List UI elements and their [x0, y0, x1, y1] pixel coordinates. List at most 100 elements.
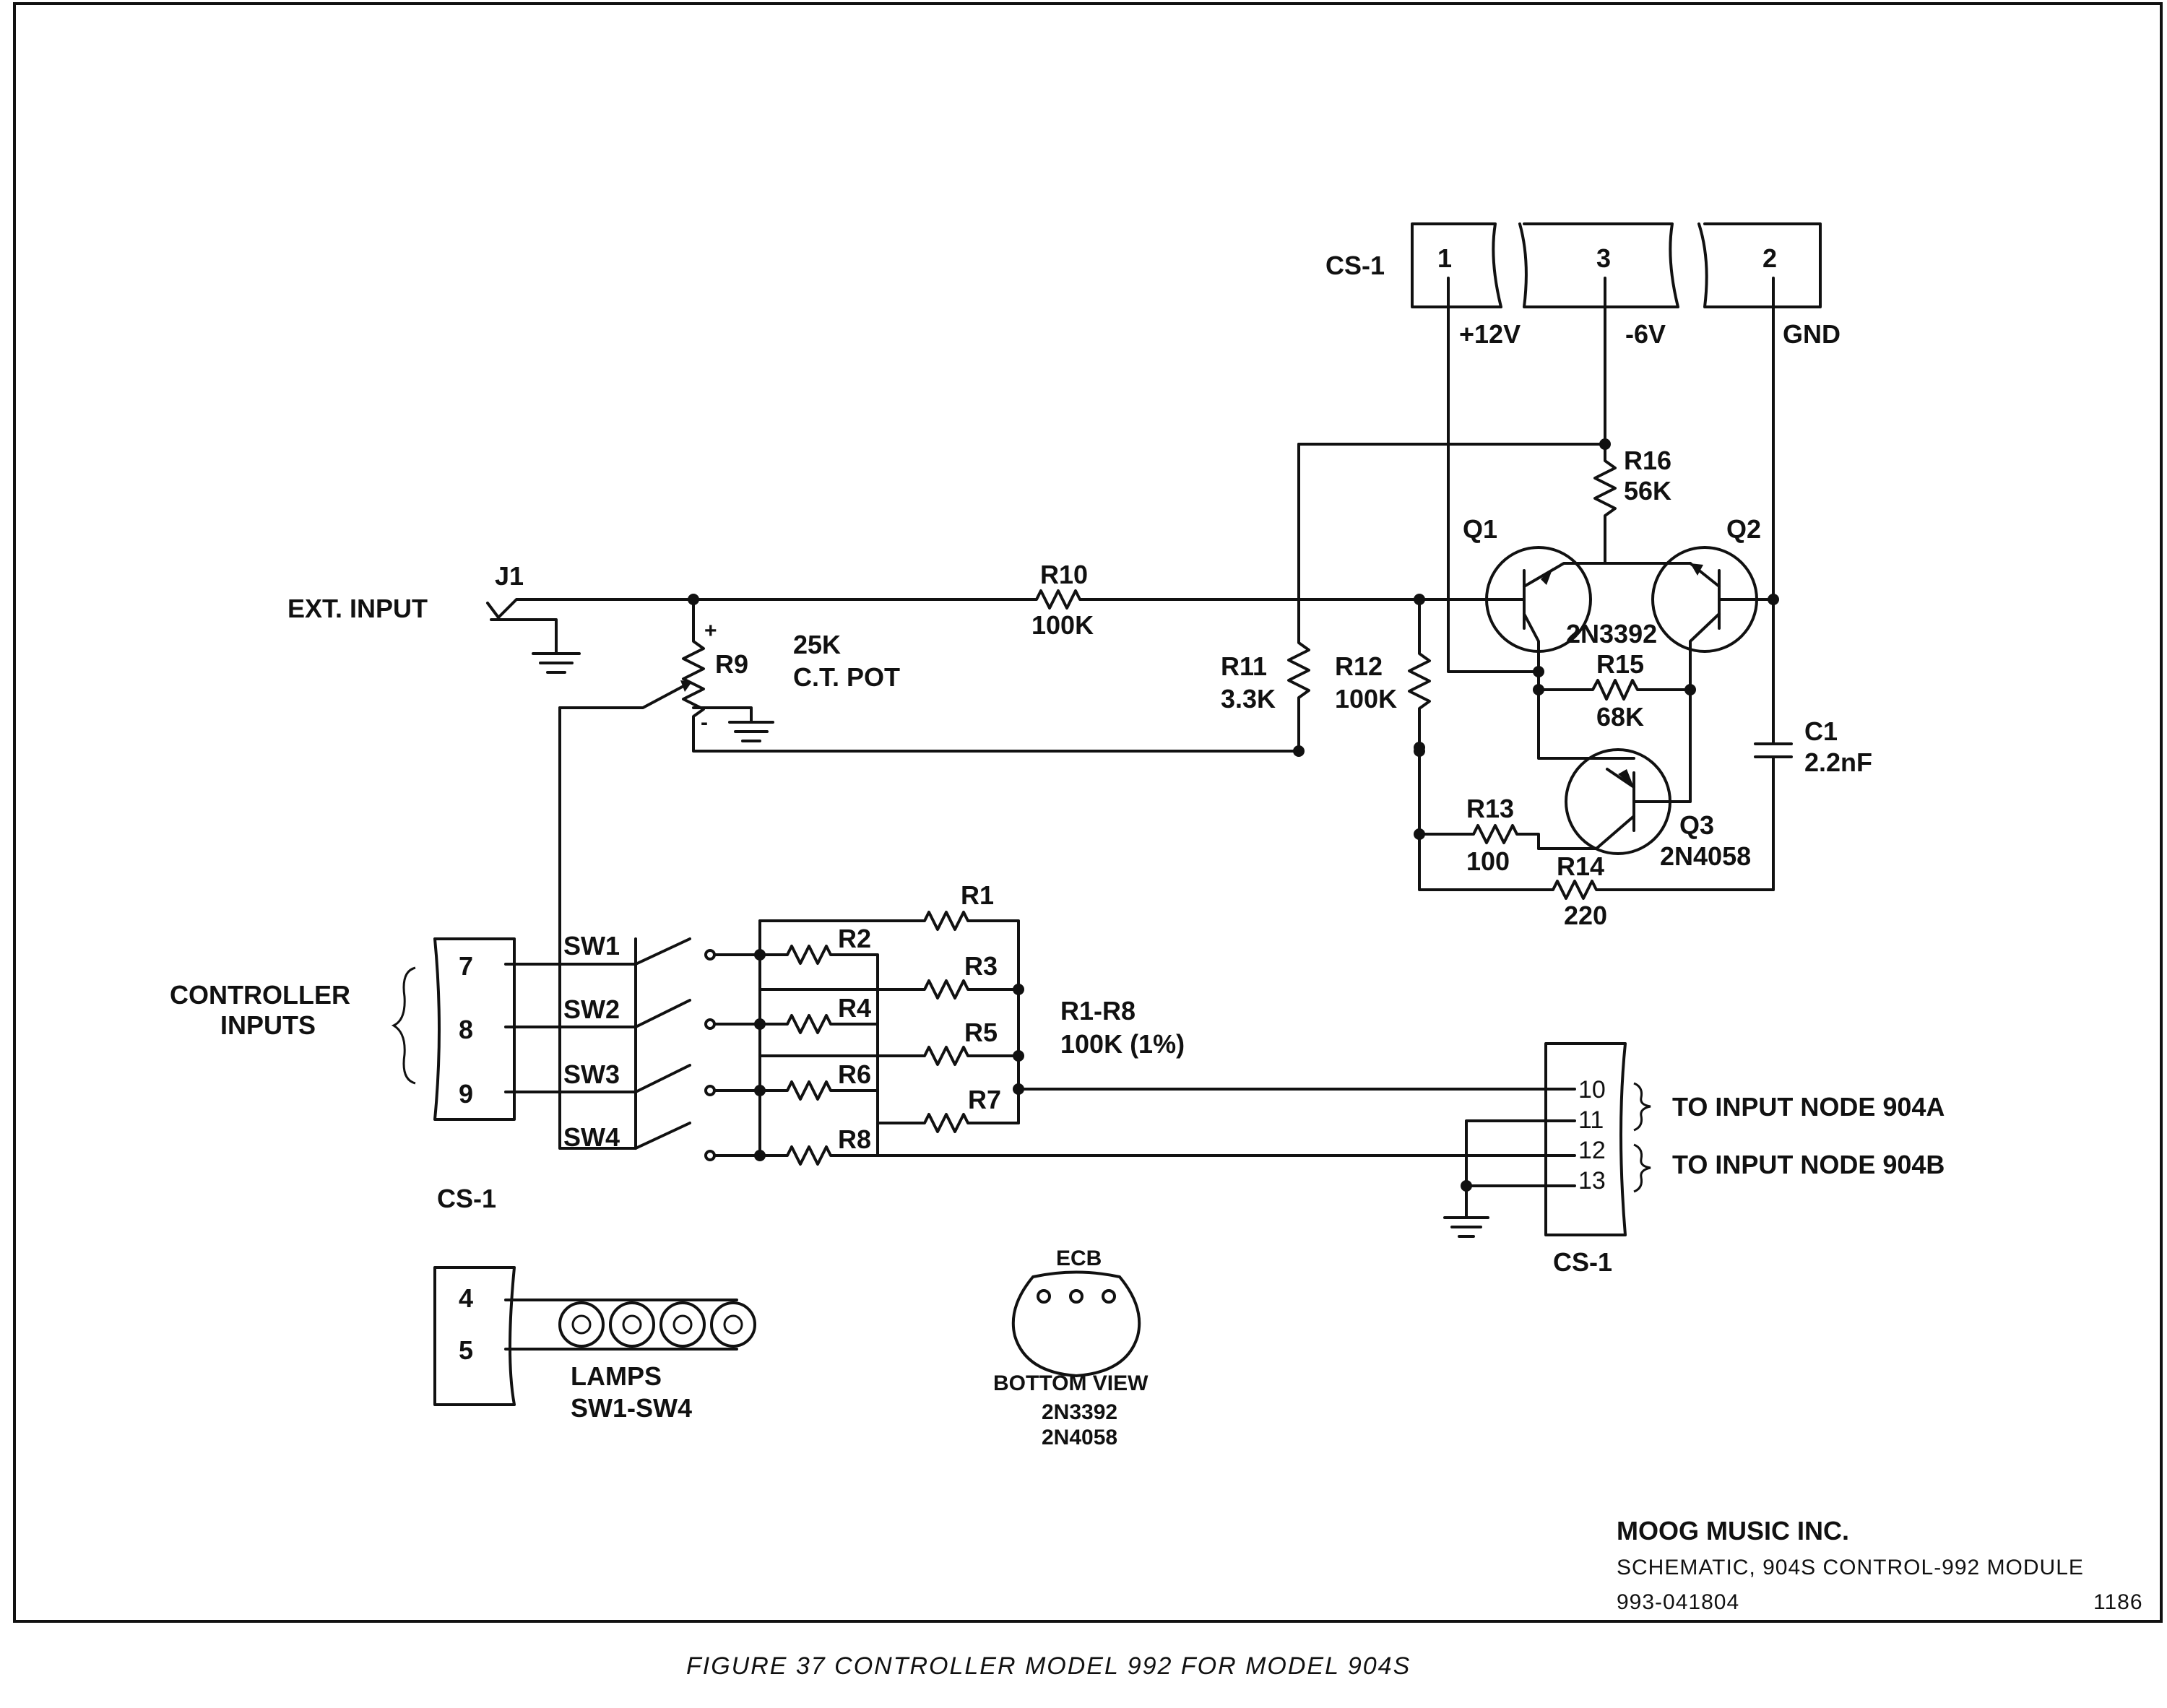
- r7-label: R7: [968, 1085, 1001, 1114]
- sw1-label: SW1: [563, 931, 620, 961]
- lamp-4-icon: [710, 1301, 756, 1348]
- r10-value: 100K: [1031, 610, 1094, 640]
- pin-1-label: 1: [1437, 243, 1452, 273]
- sw3-label: SW3: [563, 1059, 620, 1089]
- lamp-2-icon: [609, 1301, 655, 1348]
- potentiometer-r9: + - R9 25K C.T. POT: [558, 598, 1300, 753]
- title-block: MOOG MUSIC INC. SCHEMATIC, 904S CONTROL-…: [1617, 1516, 2143, 1614]
- r11-ref: R11: [1221, 651, 1267, 681]
- lamps-line2: SW1-SW4: [571, 1393, 692, 1423]
- drawing-revision: 1186: [2093, 1590, 2143, 1614]
- ladder-note-line2: 100K (1%): [1060, 1029, 1185, 1059]
- dest-904b-label: TO INPUT NODE 904B: [1672, 1150, 1945, 1179]
- controller-cs1-label: CS-1: [437, 1184, 496, 1213]
- company-name: MOOG MUSIC INC.: [1617, 1516, 1849, 1546]
- resistor-r13: R13 100: [1414, 794, 1540, 876]
- package-part1: 2N3392: [1042, 1400, 1117, 1424]
- resistor-r16: R16 56K: [1297, 438, 1671, 565]
- package-part2: 2N4058: [1042, 1426, 1117, 1449]
- ladder-note-line1: R1-R8: [1060, 996, 1136, 1026]
- sheet-border: [13, 2, 2163, 1623]
- resistor-ladder: R1 R2 R3 R4 R5 R6 R7 R8 R1-R8 100K (1%): [754, 880, 1576, 1166]
- rail-gnd-label: GND: [1783, 319, 1841, 349]
- ext-input-jack: EXT. INPUT J1: [287, 561, 699, 674]
- r9-plus: +: [704, 619, 717, 643]
- power-connector: CS-1 1 3 2 +12V -6V GND: [1325, 222, 1841, 349]
- r12-ref: R12: [1335, 651, 1383, 681]
- q2-ref: Q2: [1726, 514, 1761, 544]
- drawing-number: 993-041804: [1617, 1590, 1739, 1614]
- r13-ref: R13: [1466, 794, 1514, 823]
- r9-minus: -: [701, 711, 708, 734]
- transistor-package-view: ECB BOTTOM VIEW 2N3392 2N4058: [993, 1247, 1149, 1449]
- ext-input-label: EXT. INPUT: [287, 594, 428, 623]
- pin-9-label: 9: [459, 1079, 473, 1109]
- resistor-r14: R14 220: [1414, 742, 1775, 930]
- transistor-q1: Q1: [1418, 514, 1592, 673]
- wire-wiper-bus: [558, 706, 637, 1150]
- lamps-line1: LAMPS: [571, 1361, 662, 1391]
- r9-value-line1: 25K: [793, 630, 841, 659]
- pin-8-label: 8: [459, 1015, 473, 1044]
- c1-value: 2.2nF: [1804, 747, 1872, 777]
- r8-label: R8: [838, 1124, 871, 1154]
- pin-10-label: 10: [1578, 1076, 1606, 1104]
- controller-connector: CONTROLLER INPUTS 7 8 9 CS-1: [170, 937, 516, 1213]
- resistor-r15: R15 68K: [1533, 649, 1696, 732]
- c1-ref: C1: [1804, 716, 1838, 746]
- r16-value: 56K: [1624, 476, 1671, 506]
- sw2-label: SW2: [563, 994, 620, 1024]
- rail-minus6v-label: -6V: [1625, 319, 1666, 349]
- capacitor-c1: C1 2.2nF: [1754, 716, 1872, 891]
- controller-inputs-line1: CONTROLLER: [170, 980, 350, 1010]
- pin-5-label: 5: [459, 1335, 473, 1365]
- drawing-title: SCHEMATIC, 904S CONTROL-992 MODULE: [1617, 1556, 2084, 1579]
- r10-ref: R10: [1040, 560, 1088, 589]
- package-view-label: BOTTOM VIEW: [993, 1371, 1149, 1395]
- lamp-3-icon: [659, 1301, 706, 1348]
- transistor-q3: Q3 2N4058: [1537, 688, 1751, 871]
- pin-12-label: 12: [1578, 1137, 1606, 1164]
- dest-904a-label: TO INPUT NODE 904A: [1672, 1092, 1945, 1122]
- wire-plus12v: [1447, 277, 1540, 673]
- q3-part: 2N4058: [1660, 841, 1751, 871]
- switch-bank: SW1 SW2 SW3 SW4: [504, 931, 761, 1161]
- r11-value: 3.3K: [1221, 684, 1276, 714]
- r15-value: 68K: [1596, 702, 1644, 732]
- pin-3-label: 3: [1596, 243, 1611, 273]
- resistor-r11: R11 3.3K: [1221, 443, 1310, 757]
- r4-label: R4: [838, 993, 871, 1023]
- r3-label: R3: [964, 951, 998, 981]
- pin-2-label: 2: [1762, 243, 1777, 273]
- r15-ref: R15: [1596, 649, 1644, 679]
- pin-4-label: 4: [459, 1283, 473, 1313]
- j1-ref: J1: [495, 561, 524, 591]
- r2-label: R2: [838, 924, 871, 953]
- output-connector: 10 11 12 13 TO INPUT NODE 904A TO INPUT …: [1443, 1042, 1945, 1277]
- q12-part: 2N3392: [1566, 619, 1657, 649]
- r9-ref: R9: [715, 649, 748, 679]
- r14-ref: R14: [1557, 851, 1604, 881]
- r14-value: 220: [1564, 901, 1607, 930]
- pin-13-label: 13: [1578, 1167, 1606, 1195]
- transistor-q2: Q2: [1651, 514, 1775, 745]
- output-cs1-label: CS-1: [1553, 1247, 1612, 1277]
- r16-ref: R16: [1624, 446, 1671, 475]
- q3-ref: Q3: [1679, 810, 1714, 840]
- resistor-r12: R12 100K: [1335, 598, 1431, 757]
- r1-label: R1: [961, 880, 994, 910]
- rail-plus12v-label: +12V: [1459, 319, 1521, 349]
- figure-caption: FIGURE 37 CONTROLLER MODEL 992 FOR MODEL…: [686, 1652, 1411, 1680]
- lamps: 4 5 LAMPS SW1-SW4: [433, 1266, 756, 1423]
- controller-inputs-line2: INPUTS: [220, 1010, 316, 1040]
- lamp-1-icon: [558, 1301, 605, 1348]
- power-connector-label: CS-1: [1325, 251, 1385, 280]
- r5-label: R5: [964, 1018, 998, 1047]
- pin-7-label: 7: [459, 951, 473, 981]
- sw4-label: SW4: [563, 1122, 620, 1152]
- q1-ref: Q1: [1463, 514, 1497, 544]
- r12-value: 100K: [1335, 684, 1397, 714]
- resistor-r10: R10 100K: [692, 560, 1425, 640]
- r6-label: R6: [838, 1059, 871, 1089]
